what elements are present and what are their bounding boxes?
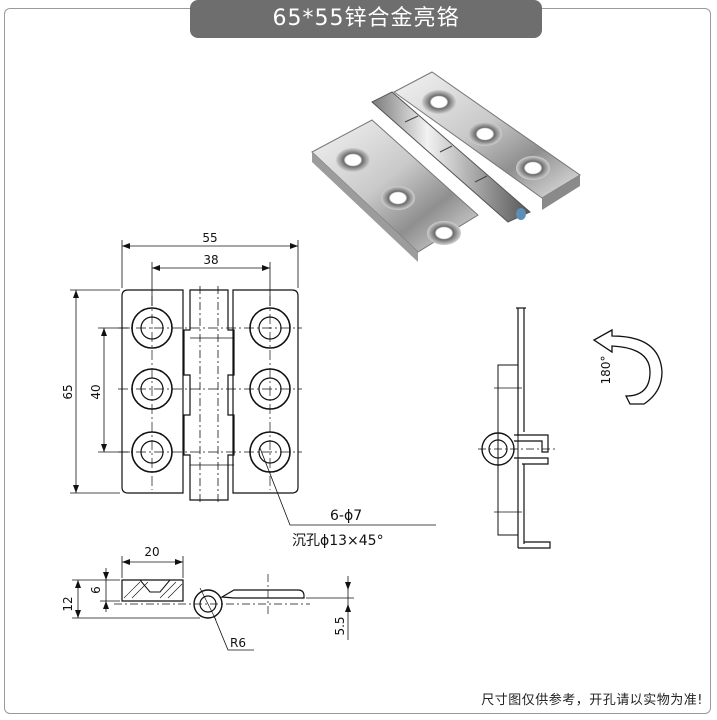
dim-overall-width: 55	[202, 231, 217, 245]
dim-radius: R6	[230, 636, 246, 650]
title-banner: 65*55锌合金亮铬	[190, 0, 542, 38]
dim-height: 65	[61, 384, 75, 399]
side-view	[478, 307, 556, 549]
dim-leaf-width: 20	[144, 545, 159, 559]
countersink-hole-photo	[336, 90, 550, 245]
reference-note: 尺寸图仅供参考，开孔请以实物为准!	[481, 693, 703, 708]
front-view	[70, 240, 436, 526]
dim-hole-spacing-h: 38	[203, 253, 218, 267]
dimension-arrows	[73, 243, 298, 493]
rotation-angle-label: 180°	[599, 356, 613, 385]
hinge-photo	[311, 71, 581, 262]
dim-leaf-thickness: 6	[89, 586, 103, 594]
section-view	[72, 556, 354, 651]
countersink-spec: 沉孔ϕ13×45°	[292, 533, 384, 549]
hole-spec: 6-ϕ7	[330, 508, 362, 524]
rotation-arrow-icon	[592, 328, 663, 405]
dim-pin-offset: 5.5	[333, 616, 347, 635]
countersink-hole	[131, 307, 291, 473]
dim-total-thickness: 12	[61, 596, 75, 611]
dim-hole-spacing-v: 40	[89, 384, 103, 399]
